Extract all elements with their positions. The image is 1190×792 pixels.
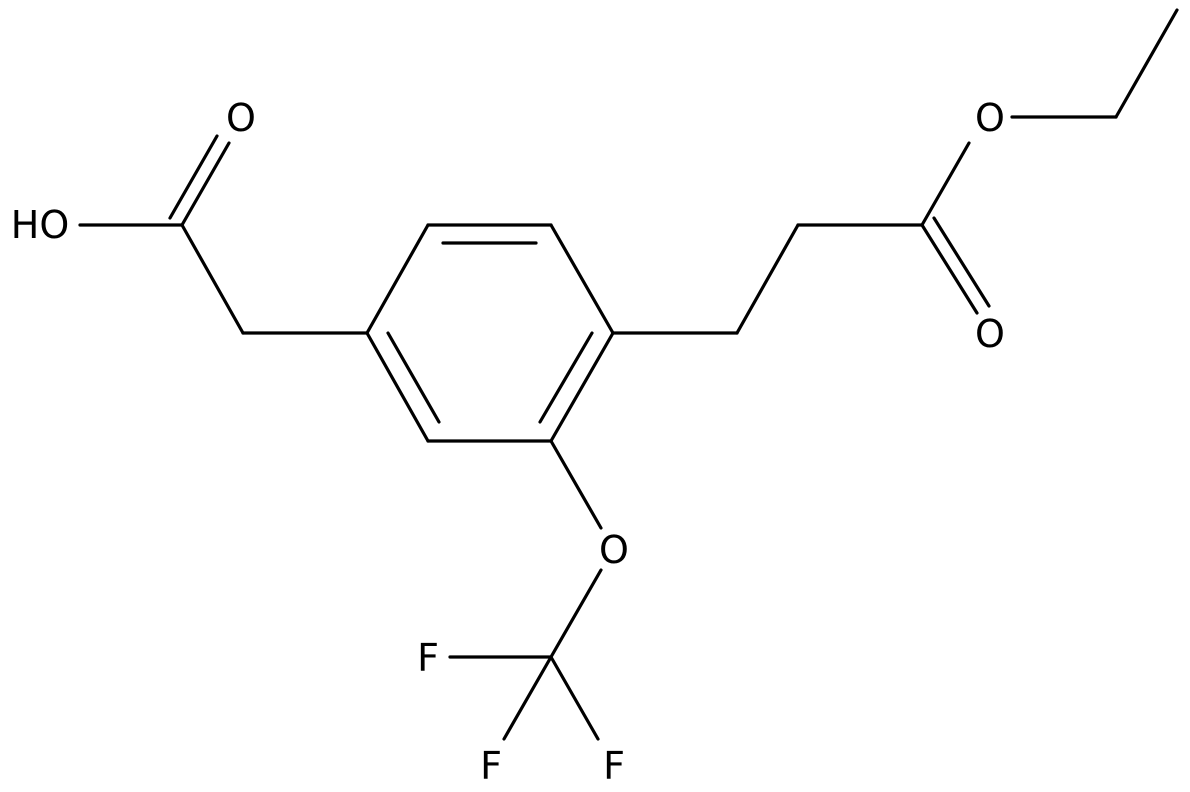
ring-bond-lower-left (365, 331, 430, 443)
c-o-double-bond-b (168, 134, 219, 220)
fluorine-bottom-right-label: F (603, 744, 625, 788)
acid-carbonyl-oxygen-label: O (226, 96, 256, 140)
ester-ether-oxygen-label: O (975, 96, 1005, 140)
ethyl-propanoate-group: O O (611, 8, 1179, 356)
ester-c-o-double-bond-a (920, 223, 979, 315)
ch2-to-carboxyl-bond (180, 223, 245, 335)
ring-bond-upper-left (365, 223, 430, 335)
o-to-cf3-bond (549, 568, 603, 659)
trifluoromethoxy-group: O F F F (417, 439, 629, 788)
ocf3-oxygen-label: O (599, 528, 629, 572)
benzene-ring (365, 223, 615, 443)
acetic-acid-group: O HO (11, 96, 369, 335)
ch2-ch2-bond (735, 223, 800, 335)
ring-bond-lower-right (549, 331, 615, 443)
c-o-double-bond-a (180, 141, 231, 227)
hydroxyl-label: HO (11, 203, 69, 247)
c-f-bottom-right-bond (549, 655, 600, 741)
ring-bond-upper-right (549, 223, 615, 335)
ring-bond-lower-right-inner (538, 331, 594, 424)
c-f-bottom-left-bond (502, 655, 553, 741)
ester-carbonyl-oxygen-label: O (975, 312, 1005, 356)
ester-c-o-double-bond-b (932, 216, 991, 308)
ch2-ch3-bond (1114, 8, 1179, 119)
ester-c-o-bond (920, 141, 971, 227)
ring-bond-lower-left-inner (386, 331, 441, 424)
fluorine-bottom-left-label: F (480, 744, 502, 788)
fluorine-left-label: F (417, 636, 439, 680)
ring-to-o-bond (549, 439, 603, 530)
